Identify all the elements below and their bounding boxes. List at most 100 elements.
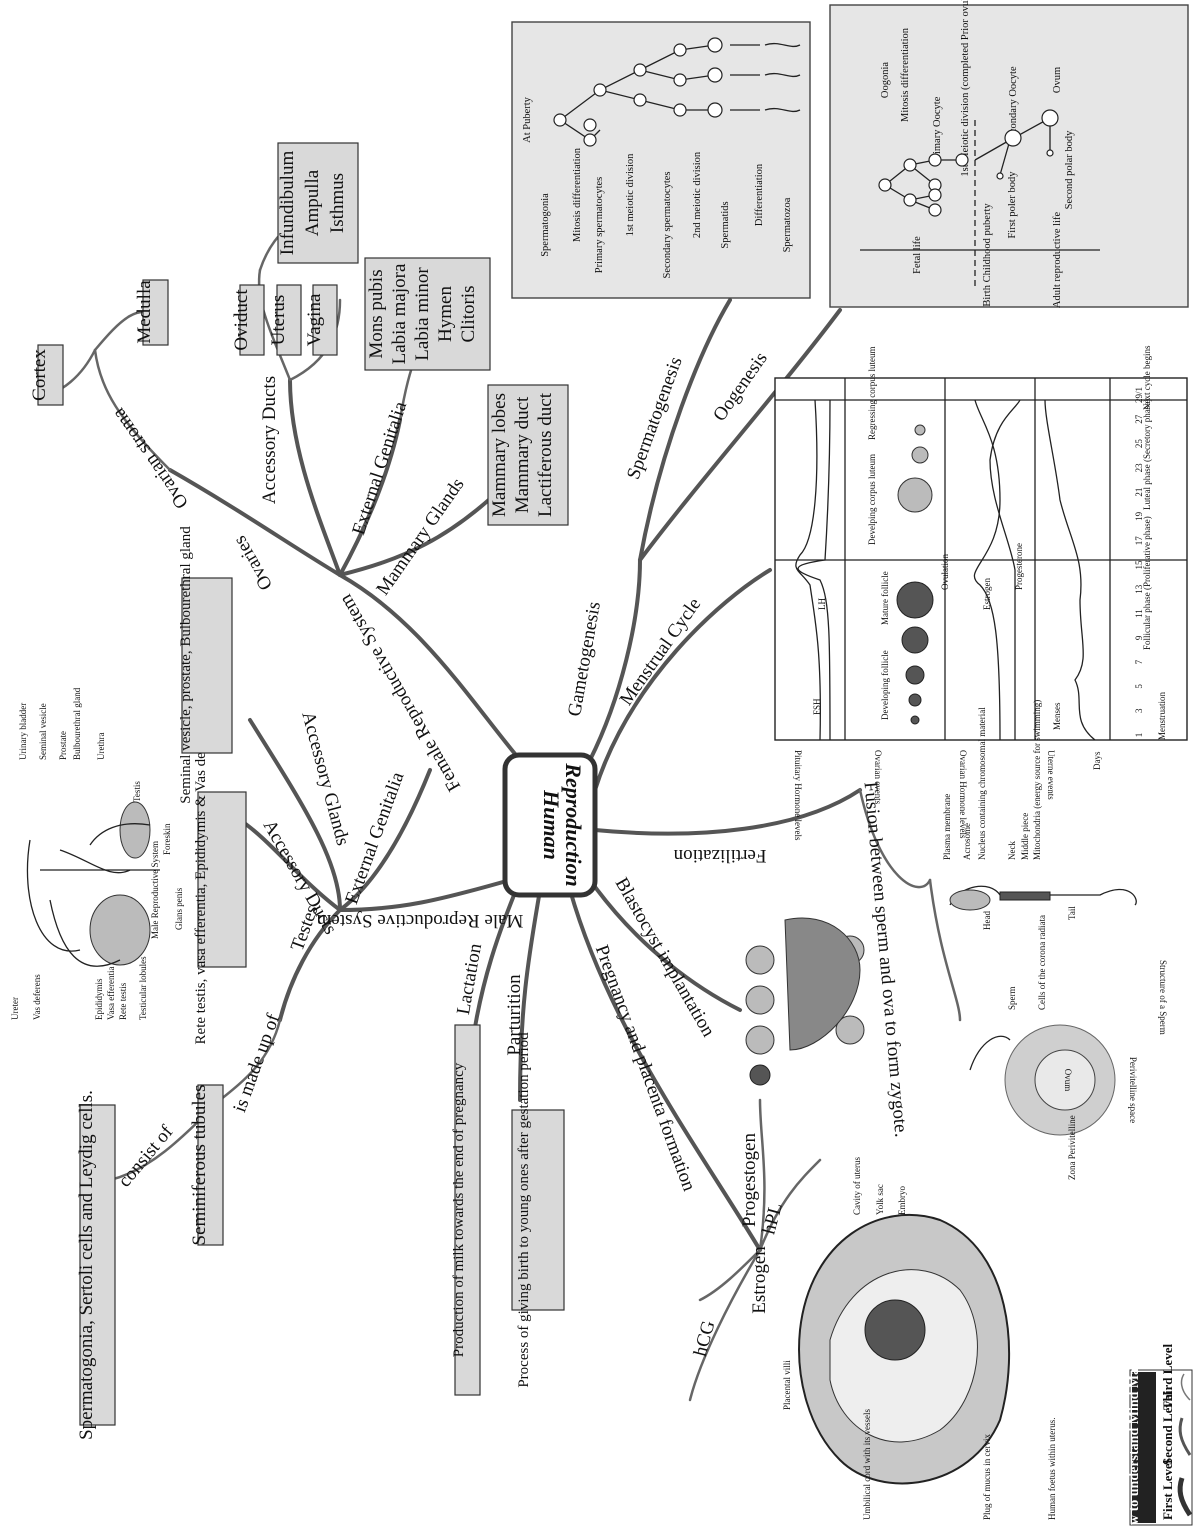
male-fig-label: Testicular lobules: [138, 956, 148, 1020]
sperm-tree: [553, 37, 801, 147]
fertilization-branch: Fertilization Fusion between sperm and o…: [673, 700, 1168, 1180]
preg-hormone: hPL: [758, 1201, 786, 1237]
male-fig-label: Bulbourethral gland: [72, 687, 82, 760]
foetus-figure: Placental villi Cavity of uterus Yolk sa…: [782, 1157, 1057, 1520]
day-tick: 11: [1134, 609, 1144, 618]
external-part: Labia majora: [389, 263, 410, 364]
ovarian-event: Developing follicle: [880, 650, 890, 720]
medulla-label: Medulla: [134, 280, 155, 344]
oo-panel-text: Oogonia: [880, 62, 891, 99]
ovarian-stroma-label: Ovarian stroma: [108, 403, 193, 512]
medulla-box: Medulla: [134, 279, 169, 346]
legend-item: Third Level: [1160, 1344, 1175, 1410]
oo-panel-text: Ovum: [1052, 67, 1063, 93]
sperm-label: Mitochondria (energy source for swimming…: [1032, 700, 1042, 860]
male-accessory-glands-label: Accessory Glands: [297, 709, 353, 847]
cortex-box: Cortex: [29, 344, 64, 406]
ovarian-event: Develping corpus luteum: [867, 454, 877, 545]
day-tick: 23: [1134, 463, 1144, 473]
male-fig-label: Ureter: [10, 997, 20, 1020]
lactation-branch: Lactation Production of milk towards the…: [451, 941, 486, 1396]
days-label: Days: [1092, 751, 1102, 770]
seminiferous-box: Seminiferous tubules: [189, 1084, 224, 1246]
made-up-of-label: is made up of: [229, 1011, 284, 1116]
foetus-label: Cavity of uterus: [852, 1157, 862, 1215]
day-tick: 15: [1134, 560, 1144, 570]
sperm-panel-text: Differentiation: [754, 163, 765, 226]
mammary-glands-label: Mammary Glands: [372, 474, 468, 599]
hormone-label: FSH: [812, 698, 822, 715]
sperm-panel-text: Secondary spermatocytes: [662, 171, 673, 278]
preg-hormone: Estrogen: [749, 1246, 770, 1314]
glands-box: Seminal vesicle, prostate, Bulbourethral…: [178, 526, 233, 804]
row-label: Uterne events: [1046, 750, 1056, 800]
branch-lines: [48, 218, 962, 1402]
oo-panel-text: Adult reproductive life: [1052, 212, 1063, 309]
male-fig-label: Prostate: [58, 731, 68, 760]
ovarian-event: Mature follicle: [880, 571, 890, 625]
parturition-desc: Process of giving birth to young ones af…: [516, 1032, 532, 1388]
day-tick: 1: [1134, 733, 1144, 738]
gametogenesis-label: Gametogenesis: [564, 600, 605, 718]
sperm-panel-text: Mitosis differentiation: [572, 147, 583, 242]
center-title-line1: Human: [539, 789, 564, 860]
phase-label: Next cycle begins: [1142, 345, 1152, 410]
foetus-label: Plug of mucus in cervix: [982, 1434, 992, 1520]
consist-of-label: consist of: [114, 1121, 178, 1191]
oo-panel-text: Primary Oocyte: [932, 96, 943, 163]
row-label: Ovarian events: [873, 750, 883, 805]
fertilization-desc: Fusion between sperm and ova to form zyg…: [859, 781, 911, 1138]
menstrual-branch: Menstrual Cycle Pituitary Hormone levels…: [616, 345, 1188, 841]
preg-hormone: hCG: [690, 1318, 720, 1358]
sperm-panel-text: Primary spermatocytes: [594, 177, 605, 274]
oviduct-part: Infundibulum: [277, 151, 298, 256]
cells-box: Spermatogonia, Sertoli cells and Leydig …: [76, 1090, 116, 1440]
ovum-figure: Ovum Sperm Cells of the corona radiata P…: [969, 915, 1138, 1180]
male-figure-caption: Male Reproductive System: [150, 841, 160, 939]
external-part: Labia minor: [412, 267, 433, 361]
center-node: Human Reproduction: [502, 752, 598, 898]
ovaries-label: Ovaries: [229, 532, 277, 594]
male-fig-label: Vasa efferentia: [106, 966, 116, 1020]
external-part: Mons pubis: [366, 269, 387, 358]
day-tick: 9: [1134, 635, 1144, 640]
spermatogenesis-panel: At Puberty Spermatogonia Mitosis differe…: [511, 21, 811, 299]
uterus-label: Uterus: [268, 295, 289, 346]
oogenesis-panel: Oogonia Mitosis differentiation Primary …: [829, 0, 1189, 309]
foetus-label: Yolk sac: [875, 1184, 885, 1215]
row-label: Pituitary Hormone levels: [793, 750, 803, 841]
oo-panel-text: Birth Childhood puberty: [982, 203, 993, 307]
cells-label: Spermatogonia, Sertoli cells and Leydig …: [76, 1090, 97, 1440]
parturition-label: Parturition: [504, 974, 525, 1056]
ducts-box: Rete testis, vasa efferentia, Epididymis…: [193, 715, 247, 1044]
male-fig-label: Epididymis: [94, 978, 104, 1020]
oo-panel-text: Secondary Oocyte: [1008, 66, 1019, 144]
day-tick: 29/1: [1134, 387, 1144, 403]
phase-label: Menstruation: [1157, 692, 1167, 740]
foetus-label: Umbilical cord with its vessels: [862, 1409, 872, 1520]
female-external-genitalia-label: External Genitalia: [348, 399, 411, 538]
sperm-label: Nucleus containing chromosomal material: [977, 707, 987, 860]
oviduct-label: Oviduct: [231, 289, 252, 351]
male-reproductive-figure: Male Reproductive System Urinary bladder…: [10, 687, 184, 1020]
female-accessory-ducts-label: Accessory Ducts: [259, 376, 280, 504]
sperm-label: Acrosome: [962, 823, 972, 860]
glands-list: Seminal vesicle, prostate, Bulbourethral…: [178, 526, 194, 804]
legend-item: First Level: [1160, 1459, 1175, 1520]
menses-label: Menses: [1052, 702, 1062, 730]
sperm-label: Tail: [1067, 906, 1077, 920]
external-part: Hymen: [435, 286, 456, 342]
oviduct-part: Isthmus: [327, 173, 348, 233]
oo-tree: [860, 109, 1100, 290]
day-tick: 3: [1134, 708, 1144, 713]
female-branch: Female Reproductive System Ovaries Ovari…: [29, 142, 569, 795]
sperm-panel-text: Spermatids: [720, 201, 731, 248]
oo-panel-text: Second polar body: [1064, 130, 1075, 209]
foetus-caption: Human foetus within uterus.: [1047, 1418, 1057, 1521]
phase-label: Luteal phase (Secretory phase): [1142, 399, 1152, 510]
ovarian-event: Ovulation: [940, 554, 950, 590]
oogenesis-label: Oogenesis: [709, 348, 772, 425]
oviduct-box: Oviduct: [231, 284, 265, 356]
phase-label: Follicular phase (Proliferative phase): [1142, 516, 1152, 650]
sperm-label: Plasma membrane: [942, 794, 952, 860]
